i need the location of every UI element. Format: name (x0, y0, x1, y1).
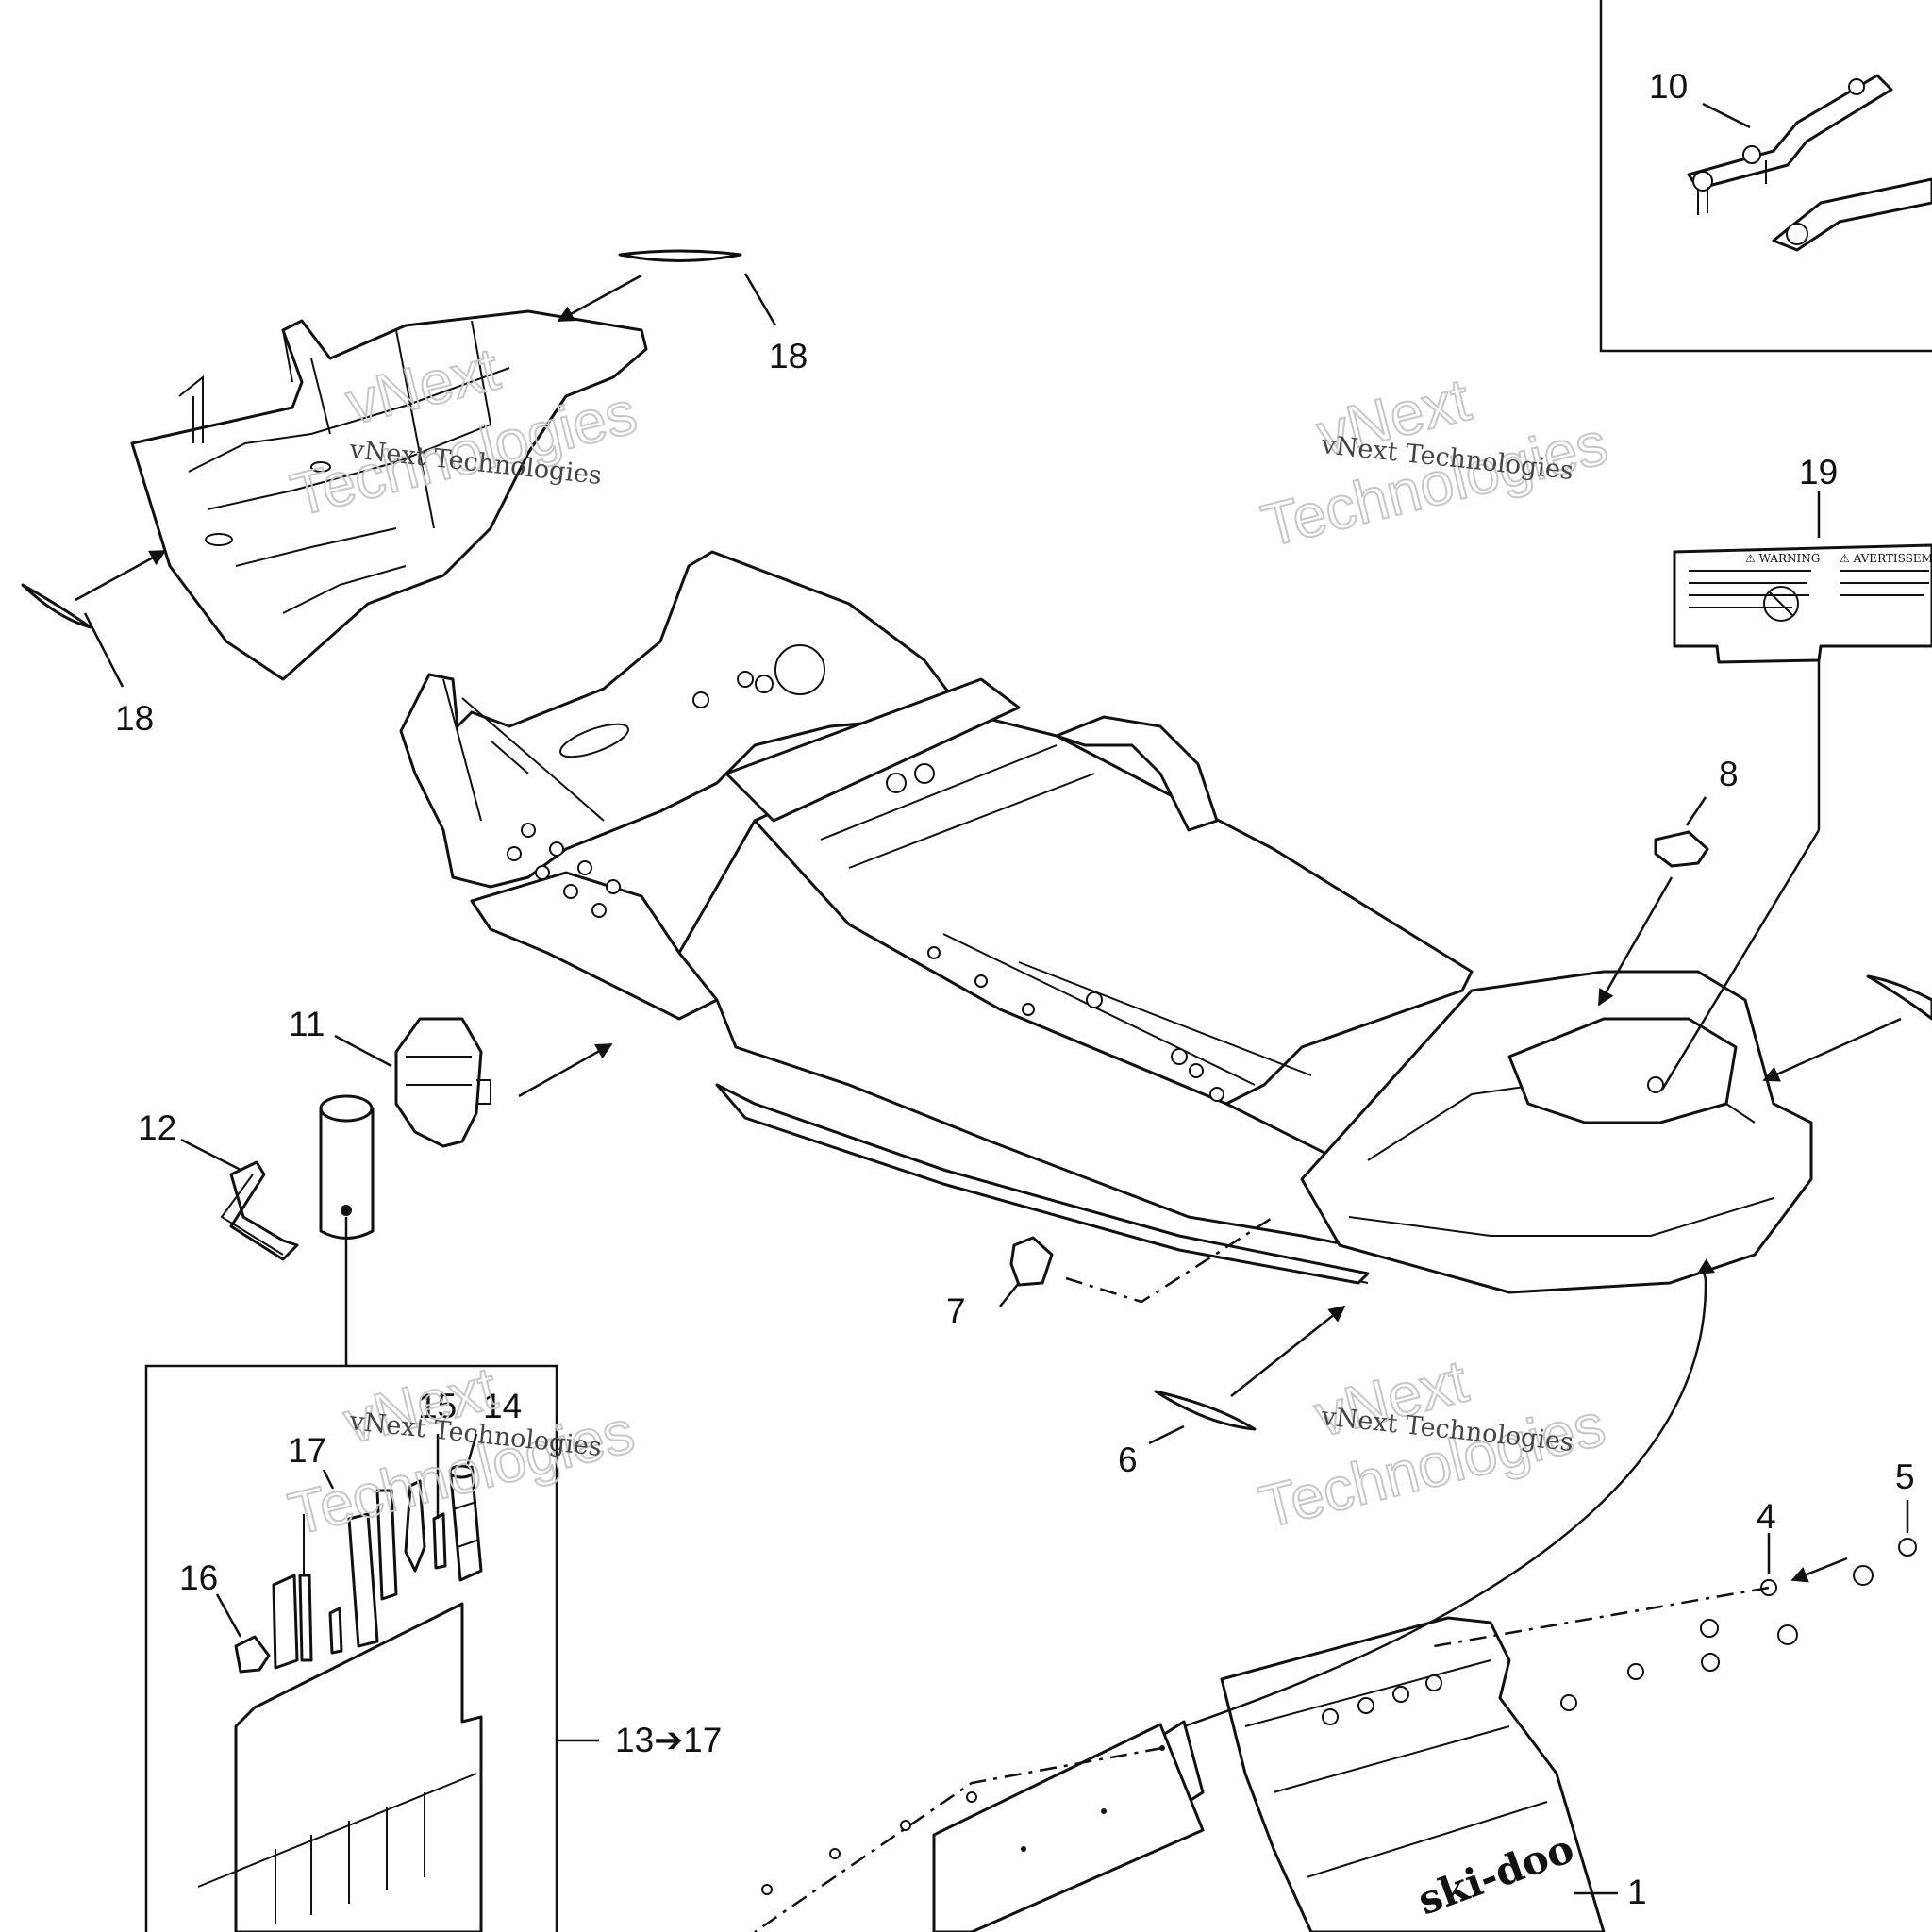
decal-left-heading: ⚠ WARNING (1745, 552, 1820, 565)
callout-8: 8 (1719, 755, 1739, 793)
warning-decal-19: ⚠ WARNING ⚠ AVERTISSEMENT (1673, 543, 1932, 664)
side-decal-6 (1154, 1390, 1257, 1431)
callout-14: 14 (483, 1387, 522, 1425)
callout-13-to-17: 13➔17 (615, 1721, 722, 1759)
tool-16-clip (234, 1635, 271, 1674)
callout-16: 16 (179, 1558, 218, 1597)
callout-10: 10 (1649, 67, 1688, 106)
side-decal-6-right (1866, 974, 1932, 1021)
fastener-row-4 (1560, 1579, 1777, 1711)
dash-insert-18-top (618, 249, 742, 262)
front-bumper-part-1: ski-doo (1220, 1616, 1606, 1932)
callout-5: 5 (1895, 1457, 1915, 1496)
clip-part-8 (1654, 830, 1709, 868)
fastener-row-5 (1701, 1538, 1917, 1672)
license-plate-panel (932, 1720, 1205, 1932)
callout-19: 19 (1799, 453, 1838, 491)
callout-18-left: 18 (115, 699, 154, 738)
strap-part-12 (220, 1160, 299, 1261)
tool-tube (319, 1094, 375, 1240)
main-frame-tunnel (399, 550, 1813, 1294)
callout-6: 6 (1118, 1441, 1138, 1479)
callout-1: 1 (1627, 1873, 1647, 1911)
bracket-part-10 (1687, 74, 1932, 252)
bracket-part-11 (394, 1017, 491, 1148)
inset-frame-top-right: 10 (1599, 0, 1932, 353)
callout-4: 4 (1757, 1497, 1776, 1536)
clip-part-7 (1009, 1236, 1054, 1287)
tool-17-screwdriver (272, 1489, 398, 1670)
callout-11: 11 (289, 1005, 325, 1043)
callout-12: 12 (138, 1108, 176, 1147)
callout-17: 17 (288, 1431, 326, 1470)
decal-right-heading: ⚠ AVERTISSEMENT (1840, 552, 1932, 565)
tool-kit-inset: 13➔17 16 17 15 (144, 1364, 722, 1932)
callout-15: 15 (418, 1387, 457, 1425)
console-panel (130, 309, 648, 681)
callout-18-top: 18 (769, 337, 808, 375)
dash-insert-18-left (21, 583, 92, 629)
tool-14-spark-plug-socket (448, 1464, 483, 1582)
callout-7: 7 (946, 1291, 966, 1330)
tool-15-wrench (404, 1479, 447, 1573)
tool-pouch (197, 1602, 483, 1932)
